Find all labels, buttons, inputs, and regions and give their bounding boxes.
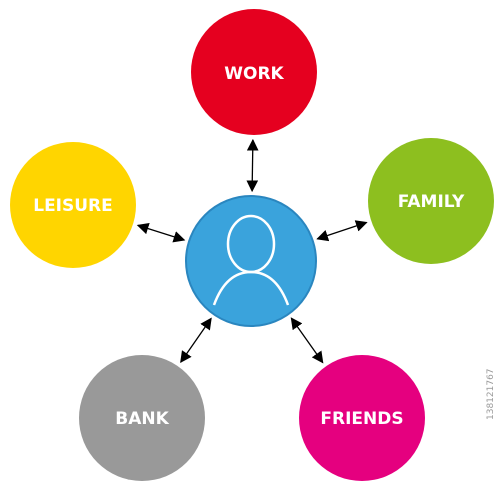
node-leisure: LEISURE [10,142,136,268]
node-work: WORK [191,9,317,135]
node-work-label: WORK [224,64,284,84]
center-node [185,195,317,327]
node-leisure-circle [10,142,136,268]
connector-family-arrow [316,220,368,242]
connector-leisure-arrow [136,222,186,243]
connector-work-arrow [246,138,259,193]
node-family-circle [368,138,494,264]
node-friends-label: FRIENDS [320,409,403,429]
node-bank: BANK [79,355,205,481]
node-work-circle [191,9,317,135]
node-bank-label: BANK [115,409,169,429]
node-leisure-label: LEISURE [33,196,113,216]
node-bank-circle [79,355,205,481]
connector-bank-arrow [180,317,212,364]
node-friends: FRIENDS [299,355,425,481]
connectors [136,138,368,364]
connector-friends-arrow [290,317,324,364]
user-icon [212,214,290,306]
node-family: FAMILY [368,138,494,264]
node-friends-circle [299,355,425,481]
stock-id-watermark: 138121767 [486,368,496,420]
node-family-label: FAMILY [398,192,465,212]
